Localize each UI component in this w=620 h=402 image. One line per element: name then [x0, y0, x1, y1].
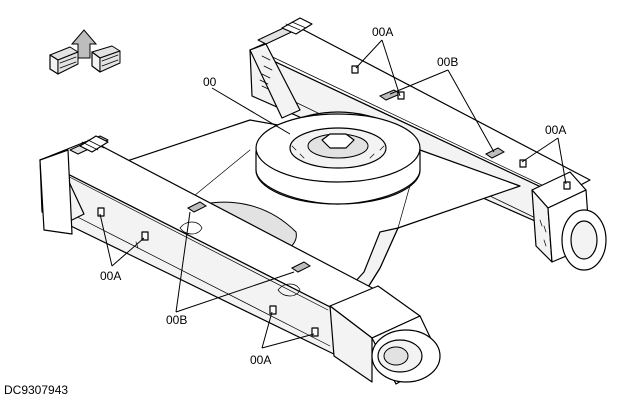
leader-lines	[99, 39, 567, 349]
fitting-b-label-bottom: 00B	[166, 313, 187, 327]
fitting-b-label-top: 00B	[437, 55, 458, 69]
fitting-a-label-right: 00A	[545, 123, 566, 137]
fitting-a-label-left: 00A	[100, 269, 121, 283]
fitting-a-label-bottom: 00A	[250, 353, 271, 367]
track-frame	[39, 17, 607, 385]
machine-orientation-icon	[46, 29, 122, 80]
drawing-code: DC9307943	[4, 383, 68, 397]
frame-label: 00	[203, 75, 217, 89]
fitting-a-label-top: 00A	[372, 25, 393, 39]
